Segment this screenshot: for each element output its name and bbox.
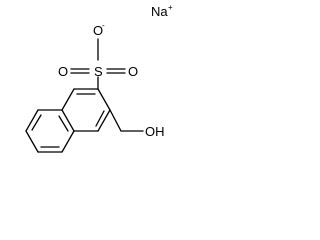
oxygen-top-label: O [93, 23, 103, 38]
bond [25, 109, 39, 132]
oxygen-right-label: O [128, 64, 138, 79]
oxygen-left-label: O [58, 64, 68, 79]
bond [61, 130, 75, 153]
bond [25, 130, 39, 153]
chemical-structure: Na + O - O S O OH [25, 3, 173, 153]
sodium-charge: + [168, 3, 173, 12]
bond [109, 109, 122, 132]
bond [61, 88, 75, 111]
bond [58, 115, 69, 132]
sodium-label: Na [151, 4, 168, 19]
bond [97, 88, 111, 111]
oxygen-top-charge: - [102, 21, 105, 30]
bond [31, 114, 42, 131]
bond-lines [25, 38, 144, 153]
hydroxyl-label: OH [145, 124, 165, 139]
bond [97, 109, 111, 132]
sulfur-label: S [94, 64, 103, 79]
bond [61, 109, 75, 132]
bond [95, 110, 105, 127]
